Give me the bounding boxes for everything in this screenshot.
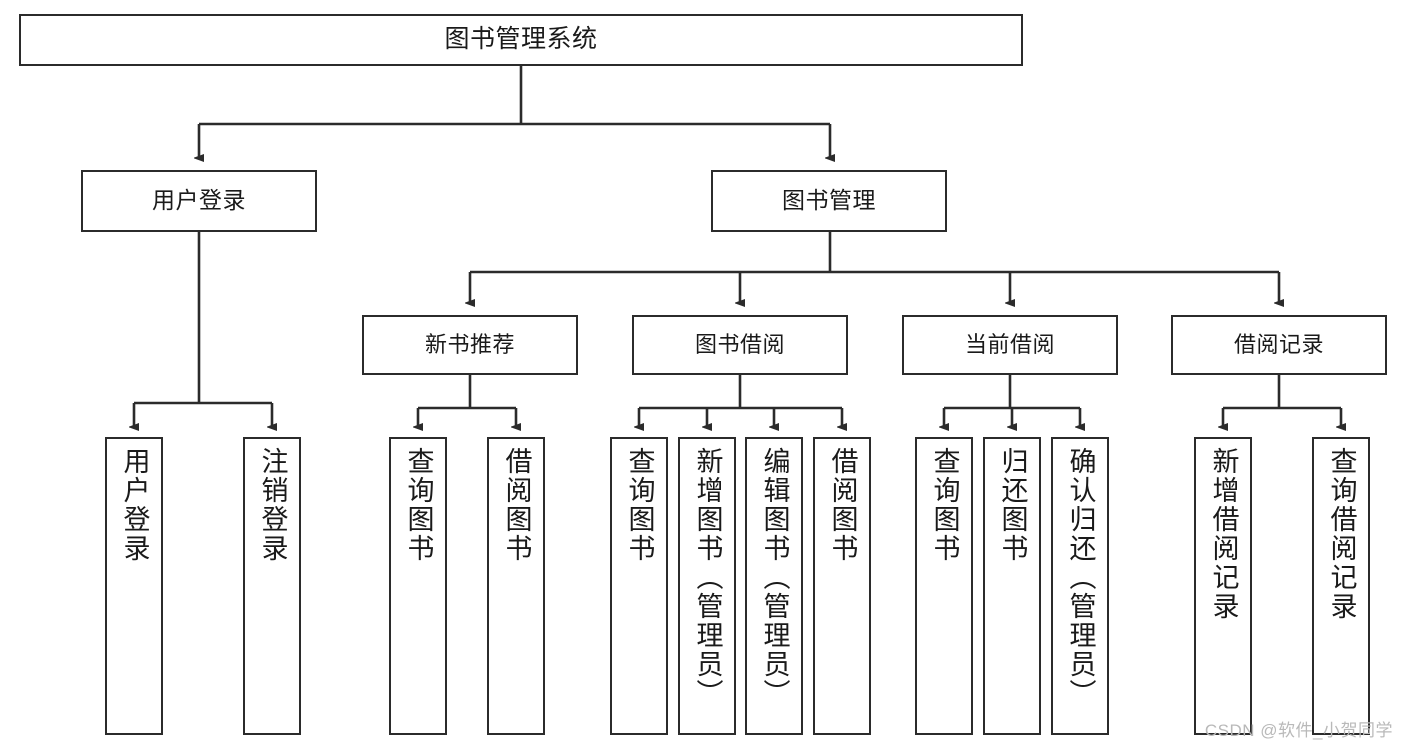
node-borrow-record-label: 借阅记录 [1233,332,1324,358]
node-leaf-add-borrow-record[interactable]: 新增借阅记录 [1194,437,1252,735]
node-leaf-query-book-1[interactable]: 查询图书 [389,437,447,735]
node-leaf-return-book-label: 归还图书 [997,447,1028,563]
node-book-manage-label: 图书管理 [782,187,876,214]
node-user-login-label: 用户登录 [152,187,246,214]
node-leaf-user-logout-label: 注销登录 [257,447,288,563]
node-leaf-add-borrow-record-label: 新增借阅记录 [1208,447,1239,621]
node-leaf-edit-book[interactable]: 编辑图书（管理员） [745,437,803,735]
node-leaf-edit-book-label: 编辑图书（管理员） [759,447,790,708]
node-current-borrow[interactable]: 当前借阅 [902,315,1118,375]
node-leaf-query-book-1-label: 查询图书 [403,447,434,563]
node-new-book-recommend[interactable]: 新书推荐 [362,315,578,375]
node-leaf-user-login-label: 用户登录 [119,447,150,563]
node-user-login[interactable]: 用户登录 [81,170,317,232]
node-leaf-return-book[interactable]: 归还图书 [983,437,1041,735]
node-leaf-query-borrow-record[interactable]: 查询借阅记录 [1312,437,1370,735]
node-leaf-query-book-3[interactable]: 查询图书 [915,437,973,735]
node-leaf-query-book-3-label: 查询图书 [929,447,960,563]
node-root[interactable]: 图书管理系统 [19,14,1023,66]
node-new-book-recommend-label: 新书推荐 [424,332,515,358]
node-book-borrow-label: 图书借阅 [694,332,785,358]
node-leaf-borrow-book-2[interactable]: 借阅图书 [813,437,871,735]
node-leaf-query-borrow-record-label: 查询借阅记录 [1326,447,1357,621]
node-book-borrow[interactable]: 图书借阅 [632,315,848,375]
node-leaf-confirm-return[interactable]: 确认归还（管理员） [1051,437,1109,735]
node-leaf-confirm-return-label: 确认归还（管理员） [1065,447,1096,708]
node-leaf-borrow-book-1[interactable]: 借阅图书 [487,437,545,735]
node-leaf-borrow-book-1-label: 借阅图书 [501,447,532,563]
node-leaf-user-login[interactable]: 用户登录 [105,437,163,735]
node-leaf-query-book-2[interactable]: 查询图书 [610,437,668,735]
node-leaf-add-book-label: 新增图书（管理员） [692,447,723,708]
node-root-label: 图书管理系统 [444,25,598,54]
node-leaf-add-book[interactable]: 新增图书（管理员） [678,437,736,735]
node-leaf-borrow-book-2-label: 借阅图书 [827,447,858,563]
node-borrow-record[interactable]: 借阅记录 [1171,315,1387,375]
node-leaf-user-logout[interactable]: 注销登录 [243,437,301,735]
node-book-manage[interactable]: 图书管理 [711,170,947,232]
node-current-borrow-label: 当前借阅 [964,332,1055,358]
node-leaf-query-book-2-label: 查询图书 [624,447,655,563]
csdn-watermark: CSDN @软件_小贺同学 [1204,721,1393,740]
